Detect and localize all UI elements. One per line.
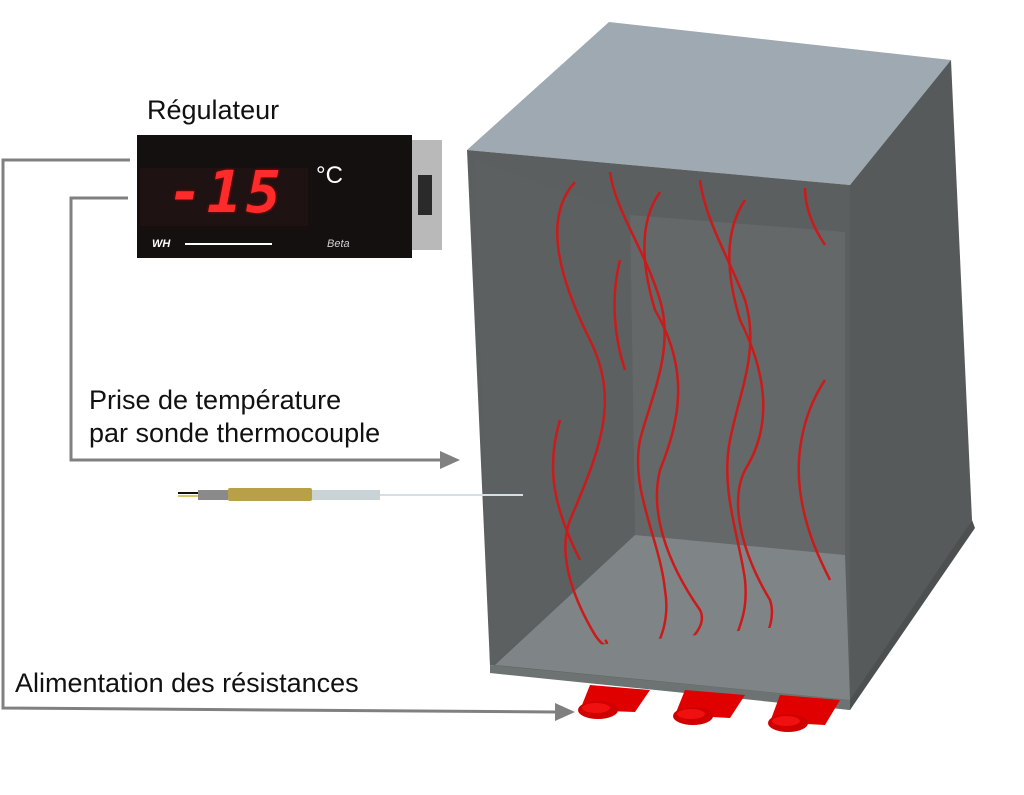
heater-2 bbox=[673, 690, 745, 725]
enclosure-right-edge bbox=[850, 520, 975, 710]
device-marking: WH bbox=[152, 238, 171, 250]
power-label: Alimentation des résistances bbox=[15, 668, 359, 698]
regulator-device bbox=[137, 135, 442, 258]
enclosure-bottom-edge bbox=[490, 665, 850, 710]
heater-1 bbox=[578, 685, 650, 719]
enclosure-floor bbox=[495, 535, 850, 700]
power-arrow-head bbox=[555, 703, 575, 721]
connector-lines bbox=[1, 158, 556, 714]
probe-label-line-2: par sonde thermocouple bbox=[89, 418, 381, 448]
probe-connector-line bbox=[69, 196, 440, 462]
heater-3 bbox=[768, 695, 840, 732]
probe-label: Prise de température par sonde thermocou… bbox=[89, 384, 380, 450]
enclosure-top-face bbox=[467, 22, 951, 185]
power-connector-line bbox=[1, 158, 556, 714]
enclosure-right-face bbox=[850, 60, 972, 710]
temperature-unit: °C bbox=[316, 162, 343, 189]
enclosure-inner-left bbox=[475, 160, 635, 665]
temperature-readout: -15 bbox=[168, 158, 285, 226]
enclosure-box bbox=[467, 22, 975, 710]
enclosure-inner-back bbox=[630, 215, 845, 555]
probe-arrow-head bbox=[440, 451, 460, 469]
probe-label-line-1: Prise de température bbox=[89, 385, 342, 415]
heater-resistors bbox=[578, 685, 840, 732]
device-brand: Beta bbox=[327, 238, 350, 250]
thermocouple-probe bbox=[178, 488, 523, 501]
heat-waves bbox=[551, 171, 832, 651]
regulator-label: Régulateur bbox=[147, 95, 280, 125]
